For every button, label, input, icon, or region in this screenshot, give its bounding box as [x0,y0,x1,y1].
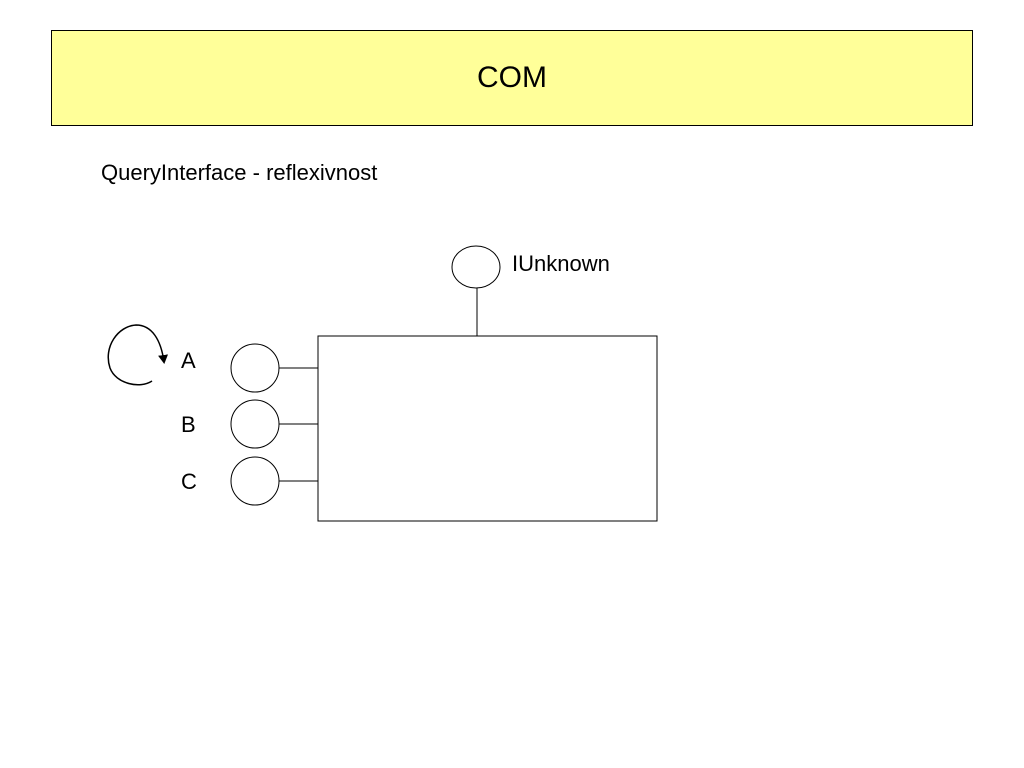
interface-c-label: C [181,469,197,494]
iunknown-interface-circle [451,245,501,289]
interface-b-circle [230,399,280,449]
component-box [317,335,658,522]
reflexive-loop-arrow [107,324,169,386]
iunknown-label: IUnknown [512,251,610,276]
slide-subtitle: QueryInterface - reflexivnost [101,160,378,185]
slide-title: COM [477,61,547,94]
slide-title-bar: COM [51,30,973,126]
interface-a-circle [230,343,280,393]
interface-b-label: B [181,412,196,437]
interface-a-label: A [181,348,196,373]
interface-c-circle [230,456,280,506]
